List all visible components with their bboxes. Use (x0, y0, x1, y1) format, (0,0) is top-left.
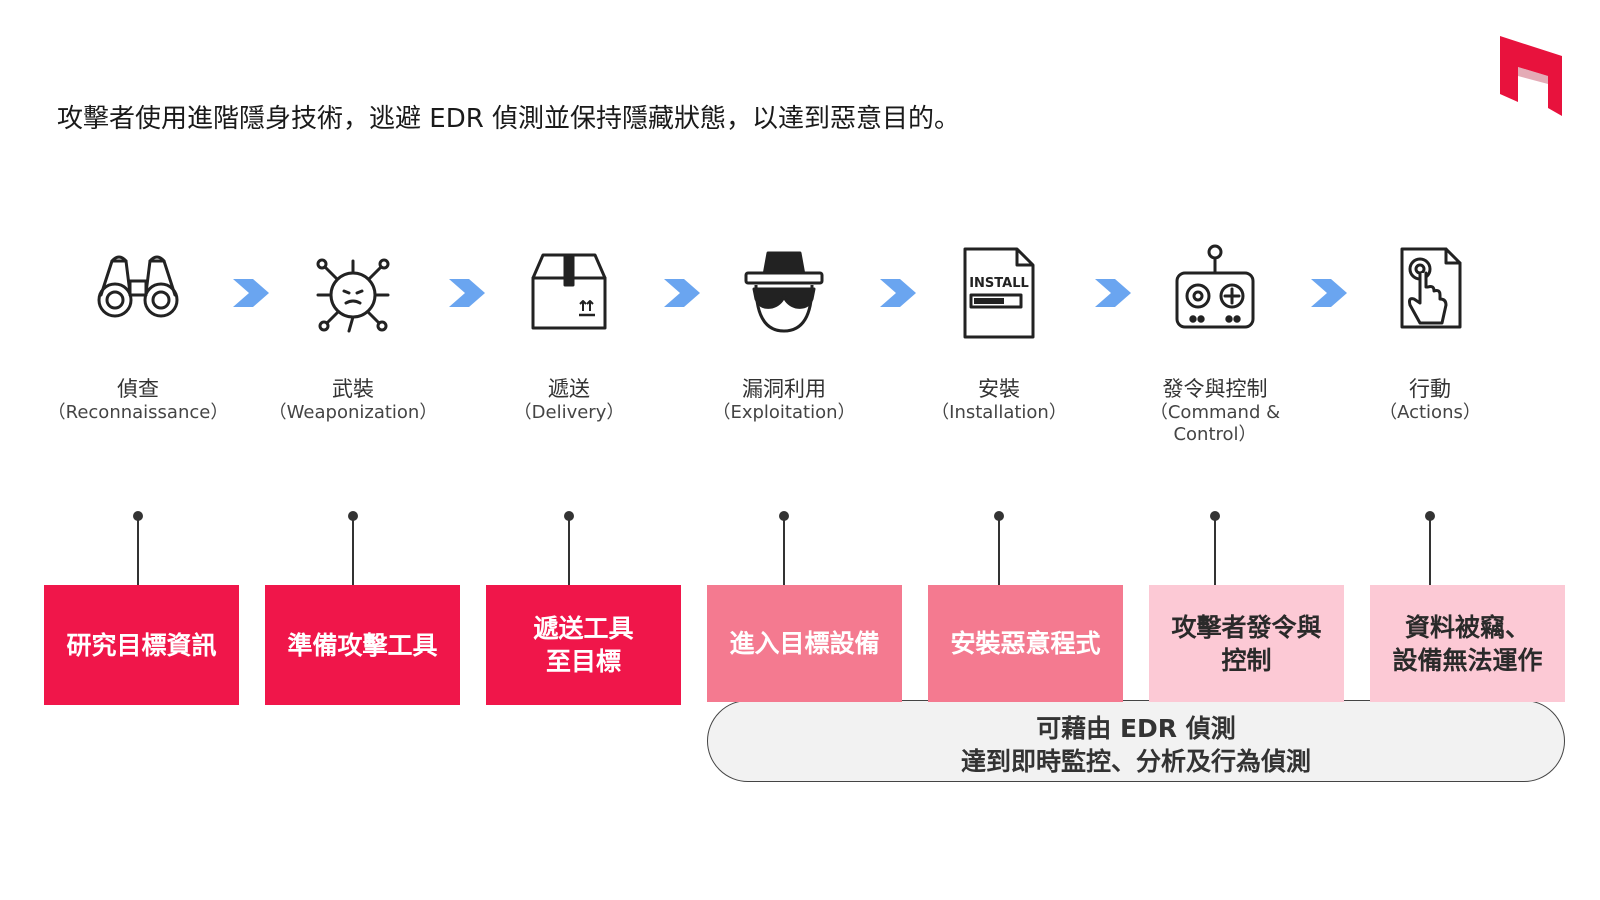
stage-box-text: 安裝惡意程式 (950, 629, 1101, 658)
stage-label-installation: 安裝 （Installation） (899, 376, 1099, 424)
stage-box-reconnaissance: 研究目標資訊 (44, 585, 239, 705)
connector-line (783, 513, 785, 586)
flow-arrow-icon (449, 279, 485, 307)
stage-label-delivery: 遞送 （Delivery） (469, 376, 669, 424)
flow-arrow-icon (233, 279, 269, 307)
stage-zh: 行動 (1409, 377, 1451, 401)
stage-zh: 偵查 (117, 377, 159, 401)
stage-label-weaponization: 武裝 （Weaponization） (253, 376, 453, 424)
game-controller-icon (1165, 243, 1265, 343)
svg-text:INSTALL: INSTALL (969, 276, 1029, 291)
connector-line (352, 513, 354, 586)
stage-box-text: 研究目標資訊 (66, 630, 217, 660)
brand-logo-icon (1500, 36, 1562, 116)
document-touch-icon (1380, 243, 1480, 343)
stage-en: （Reconnaissance） (47, 402, 229, 423)
connector-line (1214, 513, 1216, 586)
stage-zh: 漏洞利用 (742, 377, 826, 401)
stage-box-delivery: 遞送工具 至目標 (486, 585, 681, 705)
connector-line (1429, 513, 1431, 586)
stage-en: （Command & Control） (1149, 402, 1281, 445)
stage-box-installation: 安裝惡意程式 (928, 585, 1123, 702)
stage-zh: 安裝 (978, 377, 1020, 401)
stage-en: （Delivery） (513, 402, 625, 423)
flow-arrow-icon (664, 279, 700, 307)
stage-box-text: 資料被竊、 設備無法運作 (1392, 612, 1543, 675)
stage-label-actions: 行動 （Actions） (1330, 376, 1530, 424)
stage-box-text: 遞送工具 至目標 (533, 614, 634, 676)
stage-label-reconnaissance: 偵查 （Reconnaissance） (38, 376, 238, 424)
stage-label-exploitation: 漏洞利用 （Exploitation） (684, 376, 884, 424)
connector-line (137, 513, 139, 586)
stage-box-weaponization: 準備攻擊工具 (265, 585, 460, 705)
stage-box-text: 準備攻擊工具 (287, 630, 438, 660)
flow-arrow-icon (1095, 279, 1131, 307)
stage-zh: 發令與控制 (1162, 377, 1268, 401)
spy-hacker-icon (734, 243, 834, 343)
package-box-icon (519, 243, 619, 343)
stage-en: （Weaponization） (268, 402, 438, 423)
stage-en: （Exploitation） (712, 402, 856, 423)
virus-icon (303, 243, 403, 343)
stage-box-exploitation: 進入目標設備 (707, 585, 902, 702)
flow-arrow-icon (1311, 279, 1347, 307)
connector-line (568, 513, 570, 586)
binoculars-icon (88, 243, 188, 343)
page-subtitle: 攻擊者使用進階隱身技術，逃避 EDR 偵測並保持隱藏狀態，以達到惡意目的。 (57, 104, 961, 134)
install-file-icon: INSTALL (949, 243, 1049, 343)
stage-box-command-control: 攻擊者發令與 控制 (1149, 585, 1344, 702)
stage-label-command-control: 發令與控制 （Command & Control） (1115, 376, 1315, 446)
stage-box-actions: 資料被竊、 設備無法運作 (1370, 585, 1565, 702)
edr-detection-note: 可藉由 EDR 偵測 達到即時監控、分析及行為偵測 (707, 700, 1565, 782)
stage-en: （Actions） (1379, 402, 1481, 423)
edr-note-line1: 可藉由 EDR 偵測 (1036, 714, 1236, 743)
connector-line (998, 513, 1000, 586)
flow-arrow-icon (880, 279, 916, 307)
stage-box-text: 攻擊者發令與 控制 (1171, 612, 1322, 675)
stage-box-text: 進入目標設備 (729, 629, 880, 658)
edr-note-line2: 達到即時監控、分析及行為偵測 (960, 747, 1311, 776)
stage-zh: 遞送 (548, 377, 590, 401)
stage-en: （Installation） (931, 402, 1067, 423)
stage-zh: 武裝 (332, 377, 374, 401)
